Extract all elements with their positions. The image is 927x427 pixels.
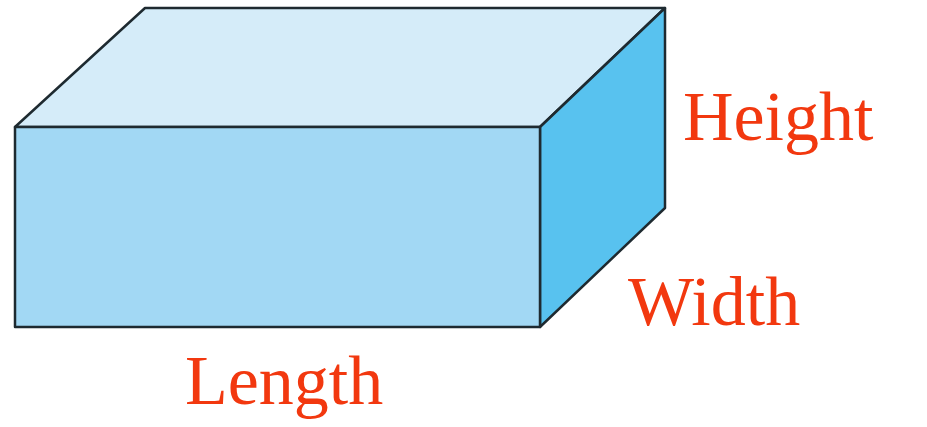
- width-label: Width: [628, 267, 800, 337]
- front-face: [15, 127, 540, 327]
- length-label: Length: [185, 346, 383, 416]
- height-label: Height: [683, 82, 874, 152]
